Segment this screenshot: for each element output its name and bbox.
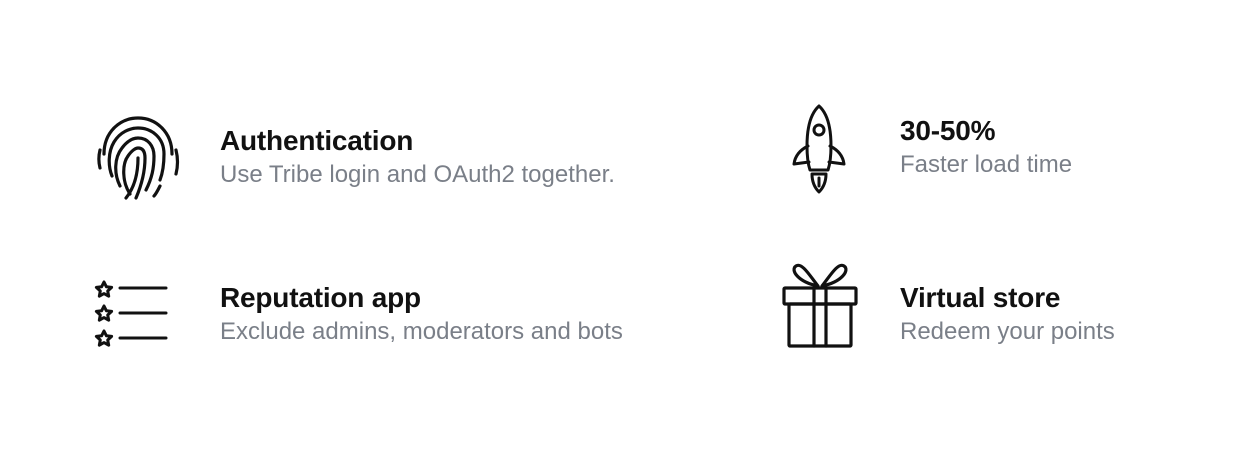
feature-description: Use Tribe login and OAuth2 together. [220, 161, 615, 188]
feature-description: Exclude admins, moderators and bots [220, 318, 623, 345]
fingerprint-icon [94, 114, 182, 202]
feature-title: Virtual store [900, 282, 1061, 313]
feature-description: Faster load time [900, 151, 1073, 178]
feature-title: Reputation app [220, 282, 421, 313]
feature-title: Authentication [220, 125, 414, 156]
feature-title: 30-50% [900, 115, 996, 146]
feature-description: Redeem your points [900, 318, 1115, 345]
rocket-icon [790, 102, 848, 194]
gift-icon [780, 260, 860, 350]
star-list-icon [94, 278, 170, 350]
